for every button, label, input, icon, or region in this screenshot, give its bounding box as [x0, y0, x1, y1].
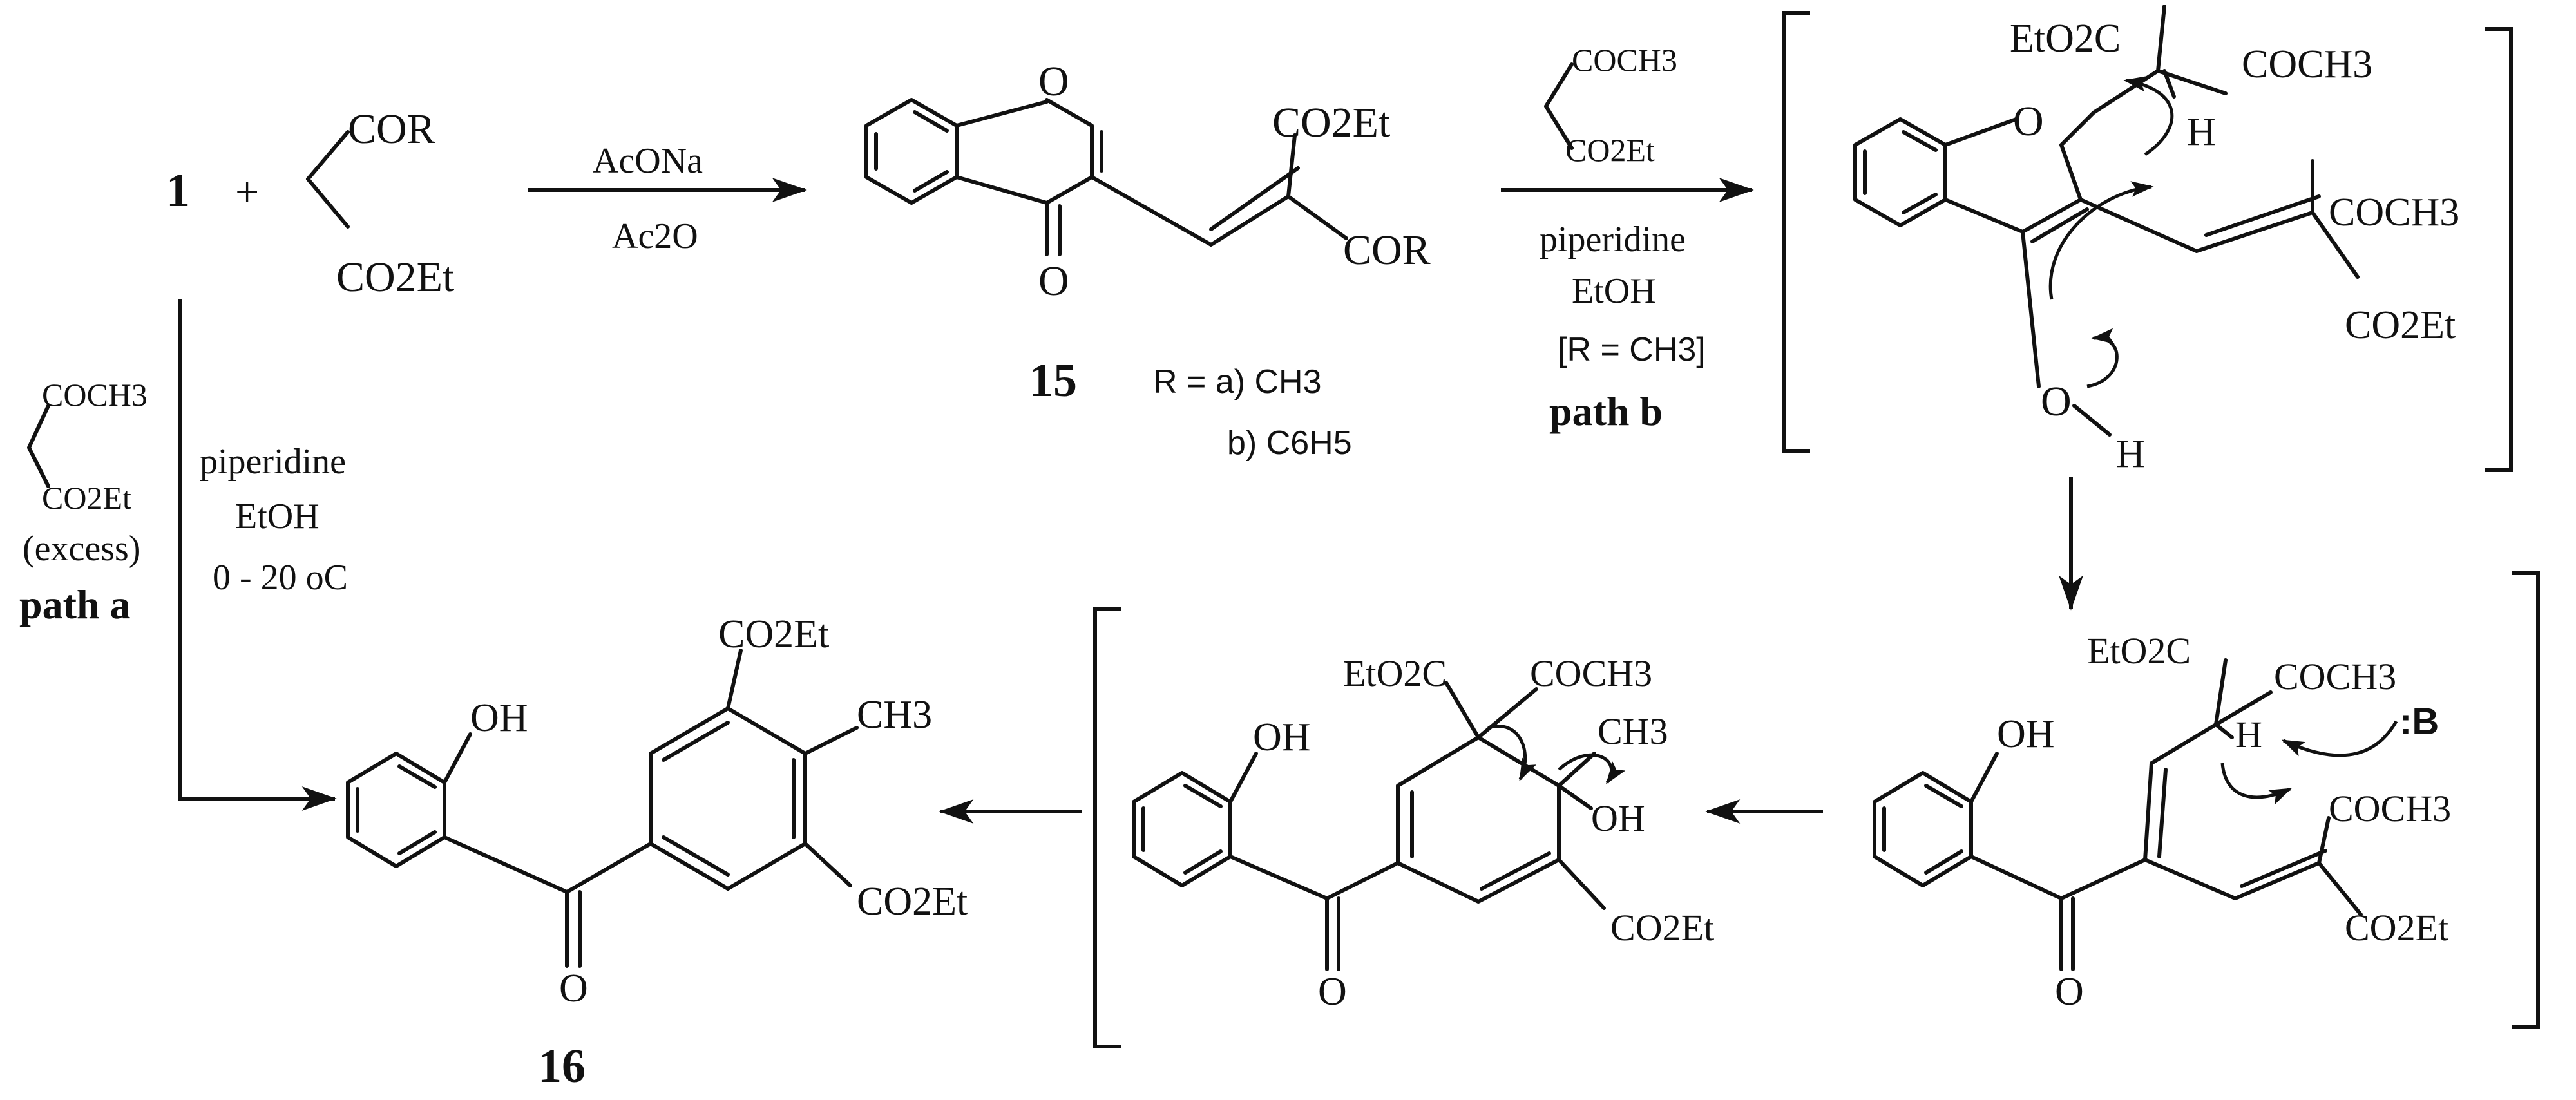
- reagent-ac2o: Ac2O: [612, 216, 698, 256]
- arrow-path-a: COCH3 CO2Et (excess) path a piperidine E…: [19, 299, 348, 811]
- intermediate-2-coch3-right: COCH3: [2329, 788, 2451, 830]
- arrow-path-b: COCH3 CO2Et piperidine EtOH [R = CH3] pa…: [1501, 42, 1754, 434]
- path-a-temperature: 0 - 20 oC: [213, 558, 348, 598]
- compound-15-co2et: CO2Et: [1272, 99, 1390, 146]
- path-b-label: path b: [1549, 388, 1663, 434]
- intermediate-1-bracket-right: [2485, 27, 2513, 472]
- reagent-acona: AcONa: [593, 141, 703, 181]
- intermediate-1-co2et-right: CO2Et: [2345, 303, 2456, 347]
- intermediate-2-bracket-right: [2512, 571, 2540, 1029]
- intermediate-3-electron-arrows: [1487, 725, 1626, 784]
- intermediate-2-structure: [1873, 658, 2363, 971]
- intermediate-1-structure: [1853, 5, 2360, 388]
- path-b-coch3: COCH3: [1572, 42, 1677, 78]
- compound-16-ch3: CH3: [857, 693, 932, 737]
- compound-15-r-option-b: b) C6H5: [1227, 424, 1352, 462]
- intermediate-1-enol-oxygen: O: [2041, 378, 2072, 425]
- compound-16-co2et-top: CO2Et: [718, 612, 829, 656]
- path-a-coch3: COCH3: [42, 377, 148, 413]
- intermediate-3-keto-oxygen: O: [1318, 970, 1347, 1014]
- intermediate-2-h: H: [2235, 714, 2262, 755]
- intermediate-3-bracket-left: [1093, 607, 1121, 1048]
- intermediate-2-base: :B: [2399, 701, 2439, 743]
- intermediate-1-bracket-left: [1782, 11, 1810, 453]
- path-a-co2et: CO2Et: [42, 480, 131, 516]
- compound-16-oh: OH: [470, 696, 528, 740]
- intermediate-3-ch3: CH3: [1598, 710, 1668, 752]
- path-b-condition: [R = CH3]: [1558, 331, 1706, 368]
- reactant-co2et-label: CO2Et: [336, 254, 454, 301]
- compound-15-ring-oxygen: O: [1038, 58, 1069, 105]
- intermediate-3-co2et: CO2Et: [1610, 907, 1714, 949]
- intermediate-1-coch3-right: COCH3: [2329, 191, 2459, 234]
- intermediate-1-ring-oxygen: O: [2013, 98, 2044, 145]
- compound-15-keto-oxygen: O: [1038, 258, 1069, 305]
- path-a-label: path a: [19, 582, 131, 627]
- intermediate-2-oh: OH: [1997, 712, 2055, 756]
- ketoester-structure: [306, 130, 350, 229]
- path-a-excess: (excess): [23, 529, 140, 569]
- compound-15-r-option-a: R = a) CH3: [1153, 363, 1322, 401]
- compound-16-co2et-bottom: CO2Et: [857, 880, 968, 924]
- compound-15-structure: [864, 98, 1348, 256]
- intermediate-3-structure: [1132, 681, 1606, 971]
- intermediate-3-coch3: COCH3: [1530, 652, 1652, 694]
- intermediate-1-coch3-top: COCH3: [2242, 43, 2372, 86]
- plus-sign: +: [235, 169, 259, 216]
- compound-15-label: 15: [1029, 354, 1077, 407]
- intermediate-2-electron-arrows: [2220, 720, 2398, 805]
- intermediate-2-co2et-right: CO2Et: [2345, 907, 2448, 949]
- path-b-co2et: CO2Et: [1565, 132, 1655, 168]
- compound-16-keto-oxygen: O: [559, 967, 588, 1010]
- intermediate-3-oh: OH: [1591, 797, 1645, 839]
- intermediate-1-electron-arrows: [2048, 76, 2174, 388]
- intermediate-2-coch3-top: COCH3: [2274, 656, 2396, 697]
- compound-1-label: 1: [166, 164, 190, 217]
- reactant-group: 1 + COR CO2Et: [166, 106, 454, 301]
- intermediate-2-keto-oxygen: O: [2055, 970, 2084, 1014]
- compound-15-cor: COR: [1343, 227, 1431, 274]
- reactant-cor-label: COR: [348, 106, 435, 153]
- intermediate-1-enol-hydrogen: H: [2116, 432, 2145, 476]
- arrow-acona: AcONa Ac2O: [528, 141, 807, 256]
- intermediate-1-eto2c: EtO2C: [2010, 17, 2121, 61]
- intermediate-2-eto2c: EtO2C: [2087, 630, 2191, 672]
- compound-16-label: 16: [538, 1040, 586, 1093]
- intermediate-1-h-top: H: [2187, 110, 2216, 154]
- compound-16-structure: [346, 649, 859, 968]
- path-b-piperidine: piperidine: [1540, 220, 1686, 260]
- intermediate-3-eto2c: EtO2C: [1343, 652, 1447, 694]
- path-a-etoh: EtOH: [235, 497, 320, 536]
- intermediate-3-phenol-oh: OH: [1253, 716, 1311, 759]
- path-b-etoh: EtOH: [1572, 271, 1656, 311]
- path-a-piperidine: piperidine: [200, 442, 346, 482]
